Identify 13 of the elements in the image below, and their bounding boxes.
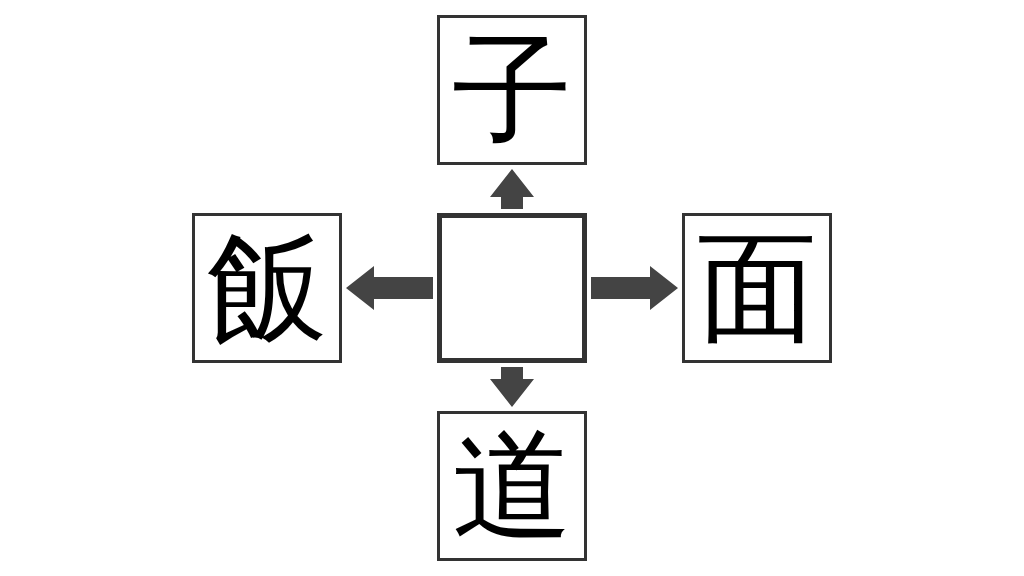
- kanji-character: 面: [697, 228, 817, 348]
- kanji-character: 飯: [207, 228, 327, 348]
- block-arrow: [591, 266, 678, 310]
- block-arrow: [346, 266, 433, 310]
- block-arrow: [490, 367, 534, 407]
- character-box: [192, 213, 342, 363]
- blank-box: [437, 213, 587, 363]
- block-arrow: [490, 169, 534, 209]
- kanji-character: 道: [452, 426, 572, 546]
- character-box: [437, 411, 587, 561]
- kanji-character: 子: [452, 30, 572, 150]
- character-box: [682, 213, 832, 363]
- character-box: [437, 15, 587, 165]
